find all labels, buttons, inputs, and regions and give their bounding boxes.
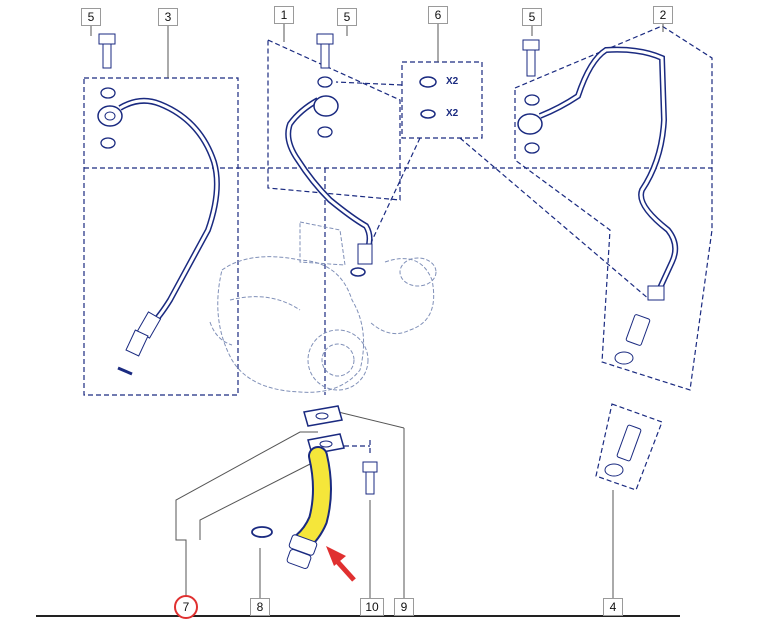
callout-4: 4 xyxy=(603,598,623,616)
callout-5: 5 xyxy=(337,8,357,26)
kit-oring-qty: X2 xyxy=(446,108,459,119)
group-1-box xyxy=(267,39,401,201)
pipe-3 xyxy=(97,97,220,376)
kit-washer-qty: X2 xyxy=(446,76,459,87)
gasket-9 xyxy=(303,405,343,427)
kit-leader-1 xyxy=(335,81,403,86)
washer-icon xyxy=(419,76,437,88)
washer-icon xyxy=(100,137,116,149)
washer-icon xyxy=(524,94,540,106)
oring-8-icon xyxy=(251,526,273,538)
bolt-icon xyxy=(316,33,334,69)
bolt-icon xyxy=(98,33,116,69)
bolt-icon xyxy=(522,39,540,77)
group-6-box xyxy=(401,61,483,139)
sensor-4 xyxy=(604,424,642,477)
highlight-arrow-icon xyxy=(326,546,356,582)
callout-7: 7 xyxy=(174,595,198,619)
oring-icon xyxy=(420,109,436,119)
washer-icon xyxy=(317,76,333,88)
callout-1: 1 xyxy=(274,6,294,24)
callout-3: 3 xyxy=(158,8,178,26)
callout-5: 5 xyxy=(81,8,101,26)
callout-5: 5 xyxy=(522,8,542,26)
washer-icon xyxy=(100,87,116,99)
callout-2: 2 xyxy=(653,6,673,24)
callout-10: 10 xyxy=(360,598,384,616)
pipe-1 xyxy=(285,95,373,277)
callout-9: 9 xyxy=(394,598,414,616)
turbocharger-outline xyxy=(209,221,437,393)
washer-icon xyxy=(317,126,333,138)
pipe-2 xyxy=(517,46,679,365)
group-3-box xyxy=(83,77,239,396)
return-hose-7 xyxy=(286,433,345,569)
kit-leader-3 xyxy=(459,137,651,301)
group-4-box xyxy=(595,403,663,491)
washer-icon xyxy=(524,142,540,154)
bolt-10-icon xyxy=(362,461,378,495)
callout-8: 8 xyxy=(250,598,270,616)
group-2-box xyxy=(514,25,713,391)
callout-6: 6 xyxy=(428,6,448,24)
